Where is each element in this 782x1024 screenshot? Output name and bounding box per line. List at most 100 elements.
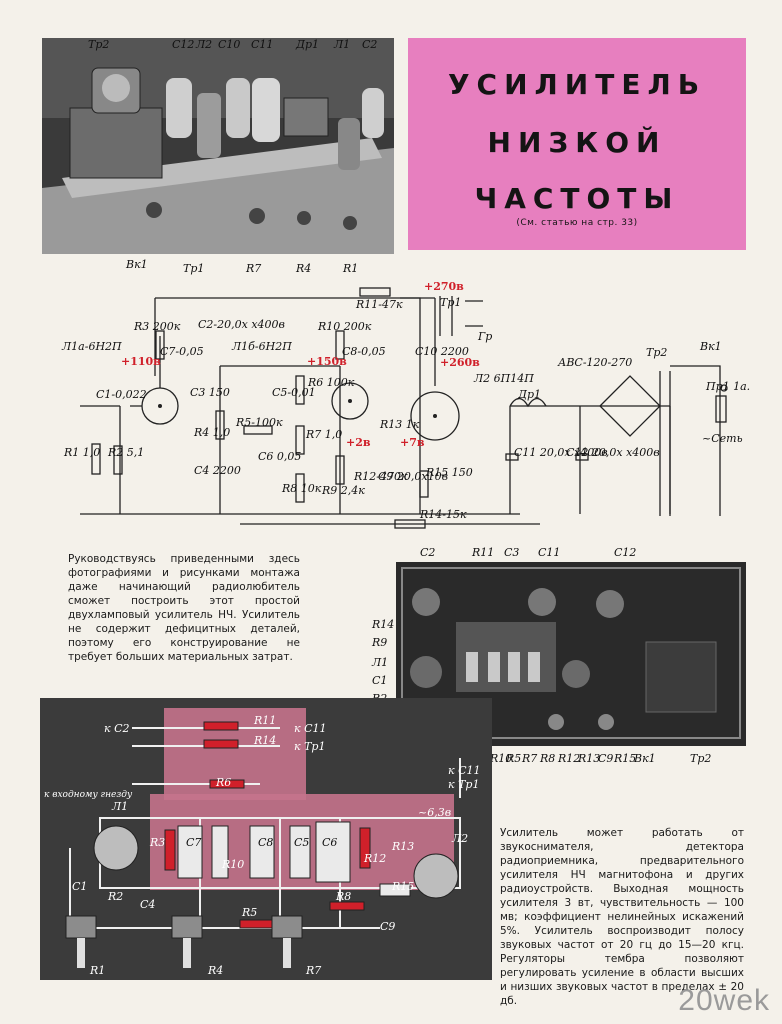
- schem-c7: C7-0,05: [160, 345, 204, 358]
- wiring-r7: R7: [306, 964, 322, 977]
- wiring-drawing: [65, 708, 461, 968]
- wiring-c5: C5: [294, 836, 310, 849]
- schem-gr: Гр: [478, 330, 493, 343]
- schem-r9: R9 2,4к: [322, 484, 365, 497]
- title-box: УСИЛИТЕЛЬ НИЗКОЙ ЧАСТОТЫ (См. статью на …: [408, 38, 746, 250]
- wphoto-l1: Л1: [372, 656, 389, 669]
- schem-c12: C12 20,0х х400в: [566, 446, 660, 459]
- wphoto-vk1: Вк1: [634, 752, 656, 765]
- wiring-l2: Л2: [452, 832, 469, 845]
- photo-label-r1: R1: [343, 262, 359, 275]
- schem-tube-l1b: Л1б-6Н2П: [232, 340, 292, 353]
- wphoto-r7: R7: [522, 752, 538, 765]
- schem-r2: R2 5,1: [108, 446, 145, 459]
- schem-vk1: Вк1: [700, 340, 722, 353]
- schem-c8: C8-0,05: [342, 345, 386, 358]
- schem-r4: R4 1,0: [194, 426, 231, 439]
- watermark: 20wek: [678, 984, 770, 1017]
- wiring-arrow-c2: к C2: [104, 722, 130, 735]
- schem-c5: C5-0,01: [272, 386, 316, 399]
- wiring-r13: R13: [392, 840, 415, 853]
- schematic-drawing: [80, 287, 728, 529]
- photo-label-dr1: Др1: [296, 38, 319, 51]
- chassis-photo-top: [42, 38, 394, 254]
- photo-label-l2: Л2: [196, 38, 213, 51]
- wphoto-r9: R9: [372, 636, 388, 649]
- schem-tube-l2: Л2 6П14П: [474, 372, 534, 385]
- schem-c1: C1-0,022: [96, 388, 147, 401]
- title-line-3: ЧАСТОТЫ: [474, 182, 680, 215]
- circuit-schematic: [40, 276, 752, 536]
- wphoto-c12: C12: [614, 546, 637, 559]
- wphoto-r15: R15: [614, 752, 637, 765]
- schem-r7: R7 1,0: [306, 428, 343, 441]
- photo-label-c12: C12: [172, 38, 195, 51]
- wiring-r6: R6: [216, 776, 232, 789]
- title-subtitle: (См. статью на стр. 33): [516, 218, 638, 228]
- photo-label-vk1: Вк1: [126, 258, 148, 271]
- schem-pr1: Пр1 1а.: [706, 380, 751, 393]
- wiring-r1: R1: [90, 964, 106, 977]
- wiring-input-jack: к входному гнезду: [44, 790, 133, 800]
- wiring-r10: R10: [222, 858, 245, 871]
- wiring-r8: R8: [336, 890, 352, 903]
- schem-voltage-270: +270в: [424, 280, 464, 293]
- wiring-c8: C8: [258, 836, 274, 849]
- wphoto-r12: R12: [558, 752, 581, 765]
- wphoto-r13: R13: [578, 752, 601, 765]
- schem-r12: R12-470к: [354, 470, 408, 483]
- wiring-arrow-tr1: к Тр1: [294, 740, 326, 753]
- wiring-r11: R11: [254, 714, 277, 727]
- wphoto-r8: R8: [540, 752, 556, 765]
- wiring-6v3: ~6,3в: [418, 806, 452, 819]
- schem-c3: C3 150: [190, 386, 230, 399]
- description-text: Руководствуясь приведенными здесь фотогр…: [68, 553, 300, 663]
- wphoto-r11: R11: [472, 546, 495, 559]
- wphoto-r10: R10: [490, 752, 513, 765]
- schem-r6: R6 100к: [308, 376, 355, 389]
- schem-c4: C4 2200: [194, 464, 241, 477]
- wiring-r14: R14: [254, 734, 277, 747]
- photo-label-tr1: Тр1: [183, 262, 205, 275]
- wiring-arrow-c11-2: к C11: [448, 764, 481, 777]
- photo-label-c10: C10: [218, 38, 241, 51]
- chassis-photo-drawing: [42, 38, 394, 254]
- wphoto-tr2: Тр2: [690, 752, 712, 765]
- wiring-l1: Л1: [112, 800, 129, 813]
- wphoto-c1: C1: [372, 674, 388, 687]
- schem-voltage-7: +7в: [400, 436, 425, 449]
- wphoto-c9: C9: [598, 752, 614, 765]
- schem-voltage-150: +150в: [307, 355, 347, 368]
- wiring-r2: R2: [108, 890, 124, 903]
- schem-voltage-260: +260в: [440, 356, 480, 369]
- schem-c11: C11 20,0х х400в: [514, 446, 608, 459]
- schem-tr1: Тр1: [440, 296, 462, 309]
- schem-c10: C10 2200: [415, 345, 469, 358]
- wiring-r12: R12: [364, 852, 387, 865]
- wiring-c4: C4: [140, 898, 156, 911]
- schem-c9: C9 20,0х10в: [378, 470, 449, 483]
- schem-c2: C2-20,0х х400в: [198, 318, 285, 331]
- wiring-r5: R5: [242, 906, 258, 919]
- schem-voltage-2: +2в: [346, 436, 371, 449]
- schem-r8: R8 10к: [282, 482, 322, 495]
- wphoto-r5: R5: [506, 752, 522, 765]
- wiring-c9: C9: [380, 920, 396, 933]
- schem-tr2: Тр2: [646, 346, 668, 359]
- wiring-r15: R15: [392, 880, 415, 893]
- wiring-arrow-c11: к C11: [294, 722, 327, 735]
- schem-dr1: Др1: [518, 388, 541, 401]
- schem-voltage-110: +110в: [121, 355, 161, 368]
- schem-mains: ~Сеть: [702, 432, 743, 445]
- schem-r10: R10 200к: [318, 320, 372, 333]
- wphoto-r14: R14: [372, 618, 395, 631]
- schem-r5: R5-100к: [236, 416, 283, 429]
- wiring-r4: R4: [208, 964, 224, 977]
- schem-r3: R3 200к: [134, 320, 181, 333]
- schem-rectifier: АВС-120-270: [558, 356, 633, 369]
- title-line-2: НИЗКОЙ: [487, 126, 667, 159]
- schem-r15: R15 150: [426, 466, 473, 479]
- wiring-c1: C1: [72, 880, 88, 893]
- title-line-1: УСИЛИТЕЛЬ: [447, 68, 707, 101]
- wphoto-c2: C2: [420, 546, 436, 559]
